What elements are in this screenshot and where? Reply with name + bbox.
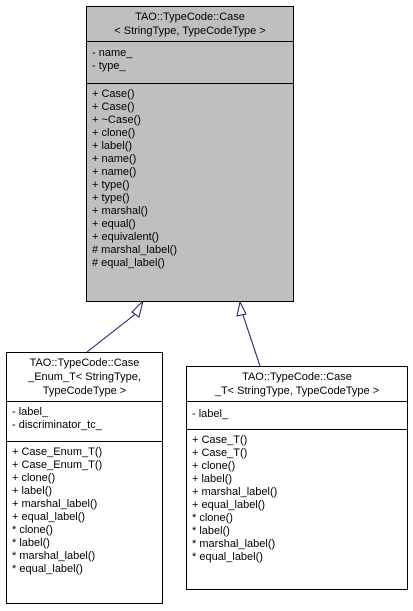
method-item: + Case_T(): [192, 434, 248, 446]
method-item: + label(): [192, 473, 233, 485]
method-item: + Case_Enum_T(): [12, 459, 103, 471]
attribute-item: - discriminator_tc_: [12, 419, 102, 431]
class-title: TAO::TypeCode::Case _T< StringType, Type…: [187, 367, 407, 401]
method-item: + equal_label(): [12, 511, 86, 523]
title-line: TypeCodeType >: [42, 385, 127, 397]
method-item: # marshal_label(): [92, 244, 177, 256]
method-item: * equal_label(): [192, 551, 263, 563]
method-item: * marshal_label(): [12, 550, 96, 562]
title-line: < StringType, TypeCodeType >: [114, 25, 266, 37]
method-item: + equal(): [92, 218, 136, 230]
arrowhead-left-edge: [131, 299, 144, 318]
method-item: * clone(): [192, 512, 233, 524]
method-item: + Case(): [92, 101, 135, 113]
methods-compartment: + Case_Enum_T() + Case_Enum_T() + clone(…: [7, 441, 162, 578]
method-item: + label(): [92, 140, 133, 152]
title-line: _Enum_T< StringType,: [28, 371, 141, 383]
method-item: + type(): [92, 179, 130, 191]
title-line: TAO::TypeCode::Case: [29, 357, 140, 369]
attribute-item: - label_: [12, 406, 49, 418]
method-item: + clone(): [92, 127, 136, 139]
method-item: + clone(): [12, 472, 56, 484]
title-line: TAO::TypeCode::Case: [242, 371, 352, 383]
class-title: TAO::TypeCode::Case _Enum_T< StringType,…: [7, 353, 162, 401]
method-item: * label(): [192, 525, 230, 537]
method-item: + label(): [12, 485, 53, 497]
method-item: * label(): [12, 537, 50, 549]
class-title: TAO::TypeCode::Case < StringType, TypeCo…: [87, 7, 293, 41]
methods-compartment: + Case() + Case() + ~Case() + clone() + …: [87, 83, 293, 272]
method-item: + marshal_label(): [192, 486, 278, 498]
method-item: + Case_Enum_T(): [12, 446, 103, 458]
method-item: + marshal_label(): [12, 498, 98, 510]
attributes-compartment: - label_ - discriminator_tc_: [7, 401, 162, 441]
attributes-compartment: - name_ - type_: [87, 41, 293, 83]
edge-left-to-base: [86, 311, 139, 353]
class-box-case[interactable]: TAO::TypeCode::Case < StringType, TypeCo…: [86, 6, 294, 302]
attributes-compartment: - label_: [187, 401, 407, 429]
method-item: # equal_label(): [92, 257, 165, 269]
method-item: + name(): [92, 166, 137, 178]
class-box-case-enum-t[interactable]: TAO::TypeCode::Case _Enum_T< StringType,…: [6, 352, 163, 604]
method-item: * equal_label(): [12, 563, 83, 575]
arrowhead-right-edge: [236, 300, 247, 317]
method-item: + Case_T(): [192, 447, 248, 459]
class-box-case-t[interactable]: TAO::TypeCode::Case _T< StringType, Type…: [186, 366, 408, 590]
method-item: + clone(): [192, 460, 236, 472]
method-item: + Case(): [92, 88, 135, 100]
method-item: + ~Case(): [92, 114, 141, 126]
methods-compartment: + Case_T() + Case_T() + clone() + label(…: [187, 429, 407, 566]
attribute-item: - label_: [192, 408, 229, 420]
method-item: + type(): [92, 192, 130, 204]
attribute-item: - type_: [92, 60, 126, 72]
method-item: + equal_label(): [192, 499, 266, 511]
method-item: + equivalent(): [92, 231, 159, 243]
method-item: + name(): [92, 153, 137, 165]
attribute-item: - name_: [92, 47, 133, 59]
method-item: + marshal(): [92, 205, 148, 217]
method-item: * marshal_label(): [192, 538, 276, 550]
method-item: * clone(): [12, 524, 53, 536]
title-line: _T< StringType, TypeCodeType >: [214, 385, 380, 397]
edge-right-to-base: [242, 314, 261, 367]
title-line: TAO::TypeCode::Case: [135, 11, 245, 23]
